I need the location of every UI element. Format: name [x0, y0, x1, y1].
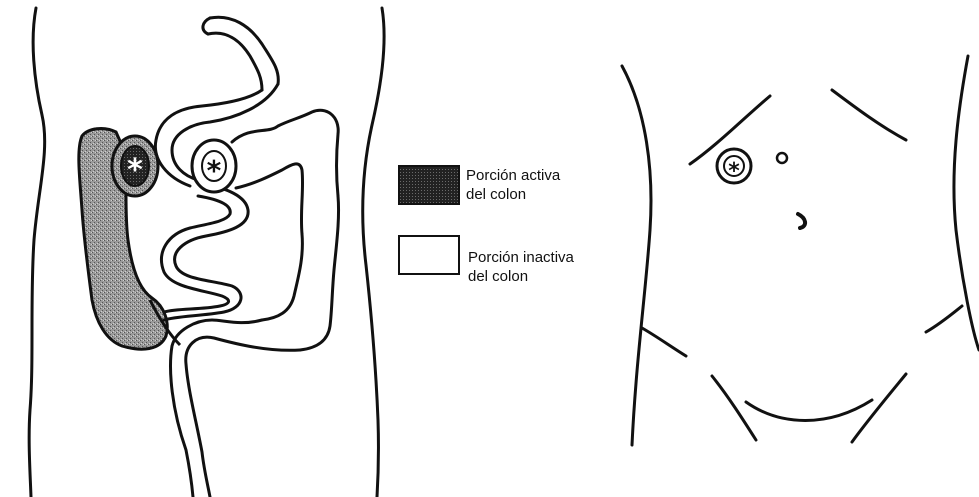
right-torso-outline: [622, 56, 979, 445]
legend-active-line1: Porción activa: [466, 166, 560, 185]
legend-inactive-line1: Porción inactiva: [468, 248, 574, 267]
legend-label-inactive: Porción inactiva del colon: [468, 248, 574, 286]
active-stoma-marker: *: [127, 153, 143, 188]
right-inactive-stoma: [777, 153, 787, 163]
legend-swatch-inactive: [399, 236, 459, 274]
inactive-stoma-marker: *: [207, 154, 222, 187]
right-stoma-marker: *: [728, 159, 740, 184]
legend-swatch-active: [399, 166, 459, 204]
inactive-colon-segment: [155, 17, 338, 497]
left-torso-outline: [29, 8, 384, 497]
legend-active-line2: del colon: [466, 185, 560, 204]
navel-mark: [798, 214, 805, 228]
legend-label-active: Porción activa del colon: [466, 166, 560, 204]
legend-inactive-line2: del colon: [468, 267, 574, 286]
